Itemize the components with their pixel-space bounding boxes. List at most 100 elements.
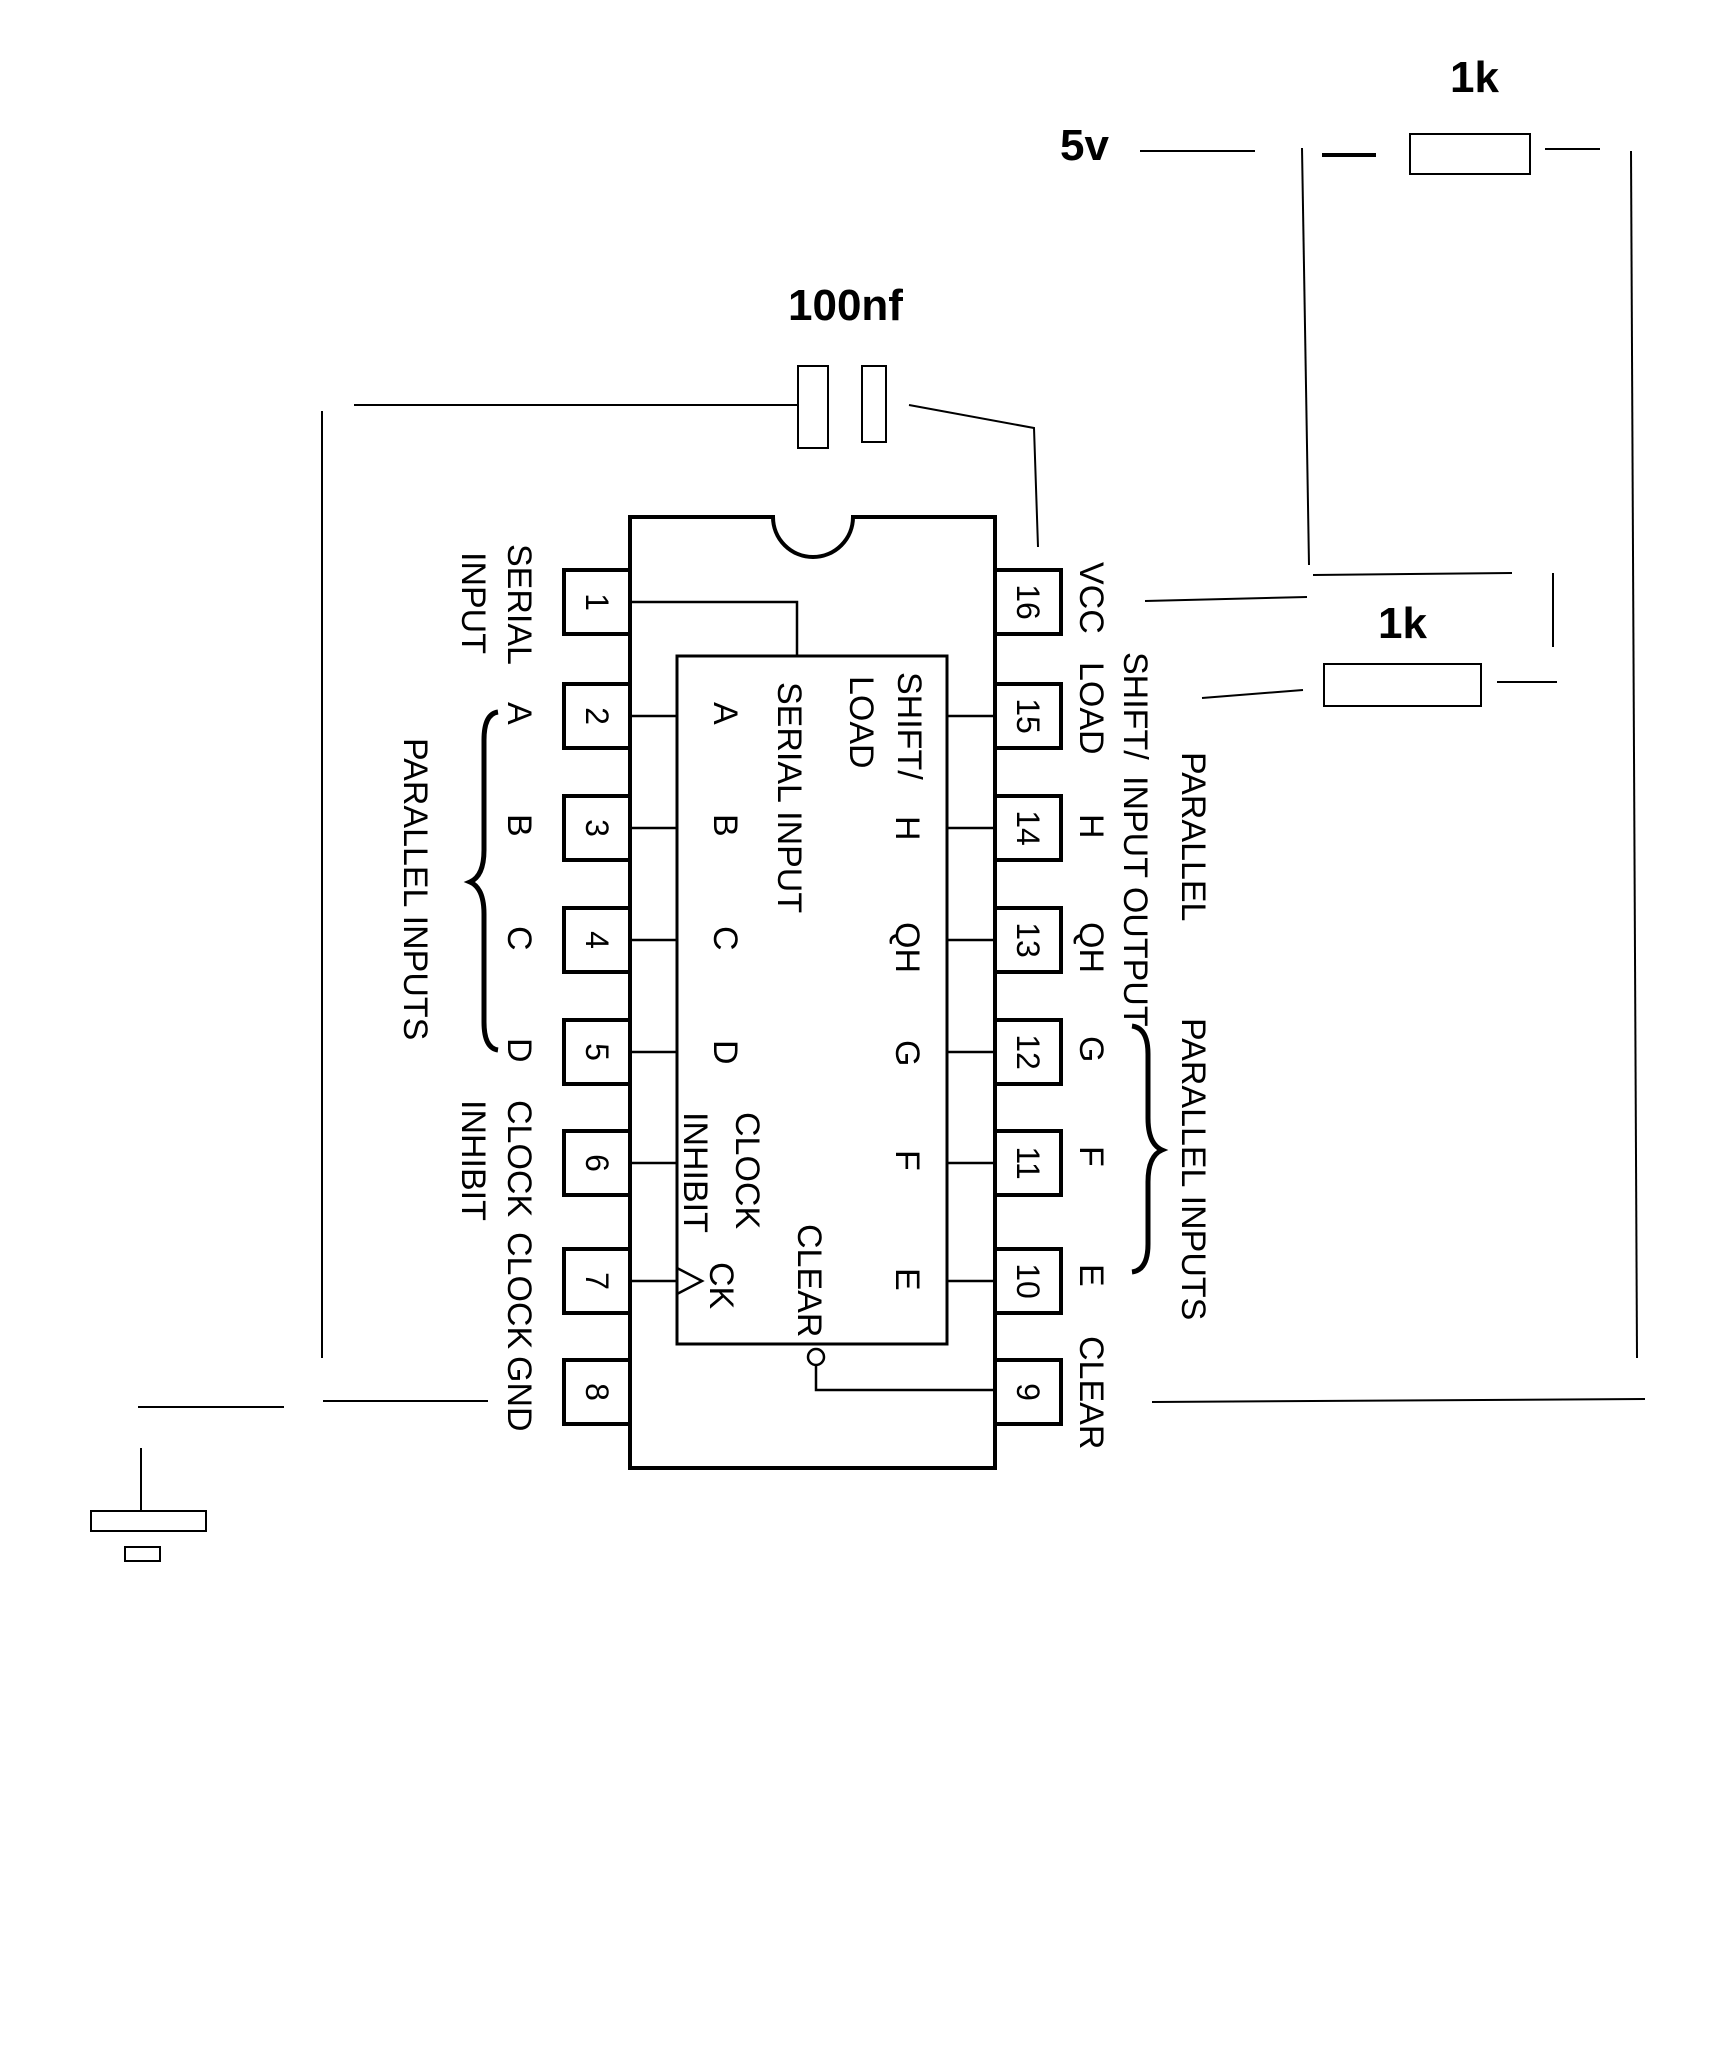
supply-label: 5v bbox=[1060, 121, 1109, 170]
outer-label-input: INPUT bbox=[454, 552, 492, 654]
capacitor-plate-left bbox=[797, 365, 829, 449]
ground-symbol-bar bbox=[90, 1510, 207, 1532]
outer-label-serial: SERIAL bbox=[500, 544, 538, 665]
inner-label-load: LOAD bbox=[842, 676, 880, 769]
pin-13 bbox=[993, 906, 1063, 974]
pin-number: 4 bbox=[579, 931, 615, 949]
resistor-mid-lead-left bbox=[1201, 689, 1304, 699]
node-vertical-wire bbox=[1301, 147, 1310, 566]
external-circuit bbox=[90, 133, 1646, 1562]
outer-label-h: H bbox=[1072, 814, 1110, 839]
pin-number: 14 bbox=[1010, 810, 1046, 846]
pin-4 bbox=[562, 906, 632, 974]
chip-inner-box bbox=[675, 654, 949, 1346]
pin-number: 8 bbox=[579, 1383, 615, 1401]
inner-label-clock: CLOCK bbox=[728, 1112, 766, 1229]
resistor-mid bbox=[1323, 663, 1482, 707]
outer-label-g: G bbox=[1072, 1036, 1110, 1062]
right-brace bbox=[1131, 1023, 1169, 1275]
inner-label-qh: QH bbox=[888, 922, 926, 973]
pin-14 bbox=[993, 794, 1063, 862]
capacitor-plate-right bbox=[861, 365, 887, 443]
pin-number: 9 bbox=[1010, 1383, 1046, 1401]
right-group-label: PARALLEL INPUTS bbox=[1174, 1018, 1212, 1320]
inner-label-h: H bbox=[888, 816, 926, 841]
resistor-top bbox=[1409, 133, 1531, 175]
outer-label-shift: SHIFT/ bbox=[1116, 652, 1154, 760]
outer-label-d: D bbox=[500, 1038, 538, 1063]
pin-number: 11 bbox=[1010, 1146, 1046, 1179]
inner-label-g: G bbox=[888, 1040, 926, 1066]
pin-10 bbox=[993, 1247, 1063, 1315]
pin-16 bbox=[993, 568, 1063, 636]
inner-label-inhibit: INHIBIT bbox=[676, 1112, 714, 1233]
outer-label-c: C bbox=[500, 926, 538, 951]
pin-9 bbox=[993, 1358, 1063, 1426]
right-output-label-2: INPUT OUTPUT bbox=[1116, 776, 1154, 1027]
pin1-internal-wire bbox=[630, 600, 799, 656]
right-internal-wires bbox=[947, 714, 995, 1283]
outer-label-gnd: GND bbox=[500, 1356, 538, 1432]
resistor-mid-label: 1k bbox=[1378, 599, 1427, 648]
pin-12 bbox=[993, 1018, 1063, 1086]
pin-2 bbox=[562, 682, 632, 750]
resistor-top-label: 1k bbox=[1450, 53, 1499, 102]
inner-label-shift: SHIFT/ bbox=[890, 672, 928, 780]
outer-label-clock-inhibit-1: CLOCK bbox=[500, 1100, 538, 1217]
left-group-label: PARALLEL INPUTS bbox=[396, 738, 434, 1040]
pin-number: 6 bbox=[579, 1154, 615, 1172]
pin-3 bbox=[562, 794, 632, 862]
pin-6 bbox=[562, 1129, 632, 1197]
inner-label-serial-input: SERIAL INPUT bbox=[770, 682, 808, 913]
right-vertical-wire bbox=[1630, 150, 1638, 1359]
pin-7 bbox=[562, 1247, 632, 1315]
inner-label-e: E bbox=[888, 1268, 926, 1291]
clear-bubble bbox=[806, 1347, 826, 1367]
pin-8 bbox=[562, 1358, 632, 1426]
pin-1 bbox=[562, 568, 632, 636]
pin-number: 7 bbox=[579, 1272, 615, 1290]
pin-number: 1 bbox=[579, 593, 615, 611]
pin-number: 13 bbox=[1010, 922, 1046, 958]
inner-label-d: D bbox=[706, 1040, 744, 1065]
chip-body bbox=[628, 515, 997, 1470]
pin-number: 5 bbox=[579, 1043, 615, 1061]
node-horizontal-wire bbox=[1312, 572, 1513, 576]
outer-label-clock-inhibit-2: INHIBIT bbox=[454, 1100, 492, 1221]
outer-label-load: LOAD bbox=[1072, 662, 1110, 755]
inner-label-b: B bbox=[706, 814, 744, 837]
left-brace bbox=[463, 709, 499, 1053]
inner-label-a: A bbox=[706, 702, 744, 725]
outer-label-clear: CLEAR bbox=[1072, 1336, 1110, 1449]
capacitor-label: 100nf bbox=[788, 281, 903, 330]
pin-number: 12 bbox=[1010, 1034, 1046, 1070]
outer-label-e: E bbox=[1072, 1264, 1110, 1287]
pin-number: 3 bbox=[579, 819, 615, 837]
pin-11 bbox=[993, 1129, 1063, 1197]
clock-triangle bbox=[676, 1266, 705, 1296]
right-pin-boxes bbox=[993, 568, 1063, 1426]
capacitor-right-wire bbox=[908, 404, 1039, 548]
pin-number: 16 bbox=[1010, 584, 1046, 620]
outer-label-b: B bbox=[500, 814, 538, 837]
ic-chip: 1 2 3 4 5 6 7 8 16 15 14 13 12 11 10 9 S… bbox=[396, 515, 1212, 1470]
pin-number: 10 bbox=[1010, 1263, 1046, 1299]
outer-right-labels: VCC SHIFT/ LOAD H QH G F E CLEAR PARALLE… bbox=[1072, 562, 1212, 1449]
left-internal-wires bbox=[630, 714, 677, 1283]
pin-15 bbox=[993, 682, 1063, 750]
pin-number: 15 bbox=[1010, 698, 1046, 734]
clear-wire bbox=[1151, 1398, 1646, 1403]
outer-label-clock: CLOCK bbox=[500, 1232, 538, 1349]
outer-label-vcc: VCC bbox=[1072, 562, 1110, 634]
inner-labels: SERIAL INPUT A B C D CLOCK INHIBIT CK SH… bbox=[676, 672, 928, 1337]
inner-label-f: F bbox=[888, 1150, 926, 1171]
outer-label-a: A bbox=[500, 702, 538, 725]
outer-label-f: F bbox=[1072, 1146, 1110, 1167]
left-pin-boxes bbox=[562, 568, 632, 1426]
ground-symbol-small bbox=[124, 1546, 161, 1562]
vcc-wire bbox=[1144, 596, 1308, 602]
inner-label-ck: CK bbox=[702, 1262, 740, 1310]
inner-label-clear: CLEAR bbox=[790, 1224, 828, 1337]
outer-label-qh: QH bbox=[1072, 922, 1110, 973]
